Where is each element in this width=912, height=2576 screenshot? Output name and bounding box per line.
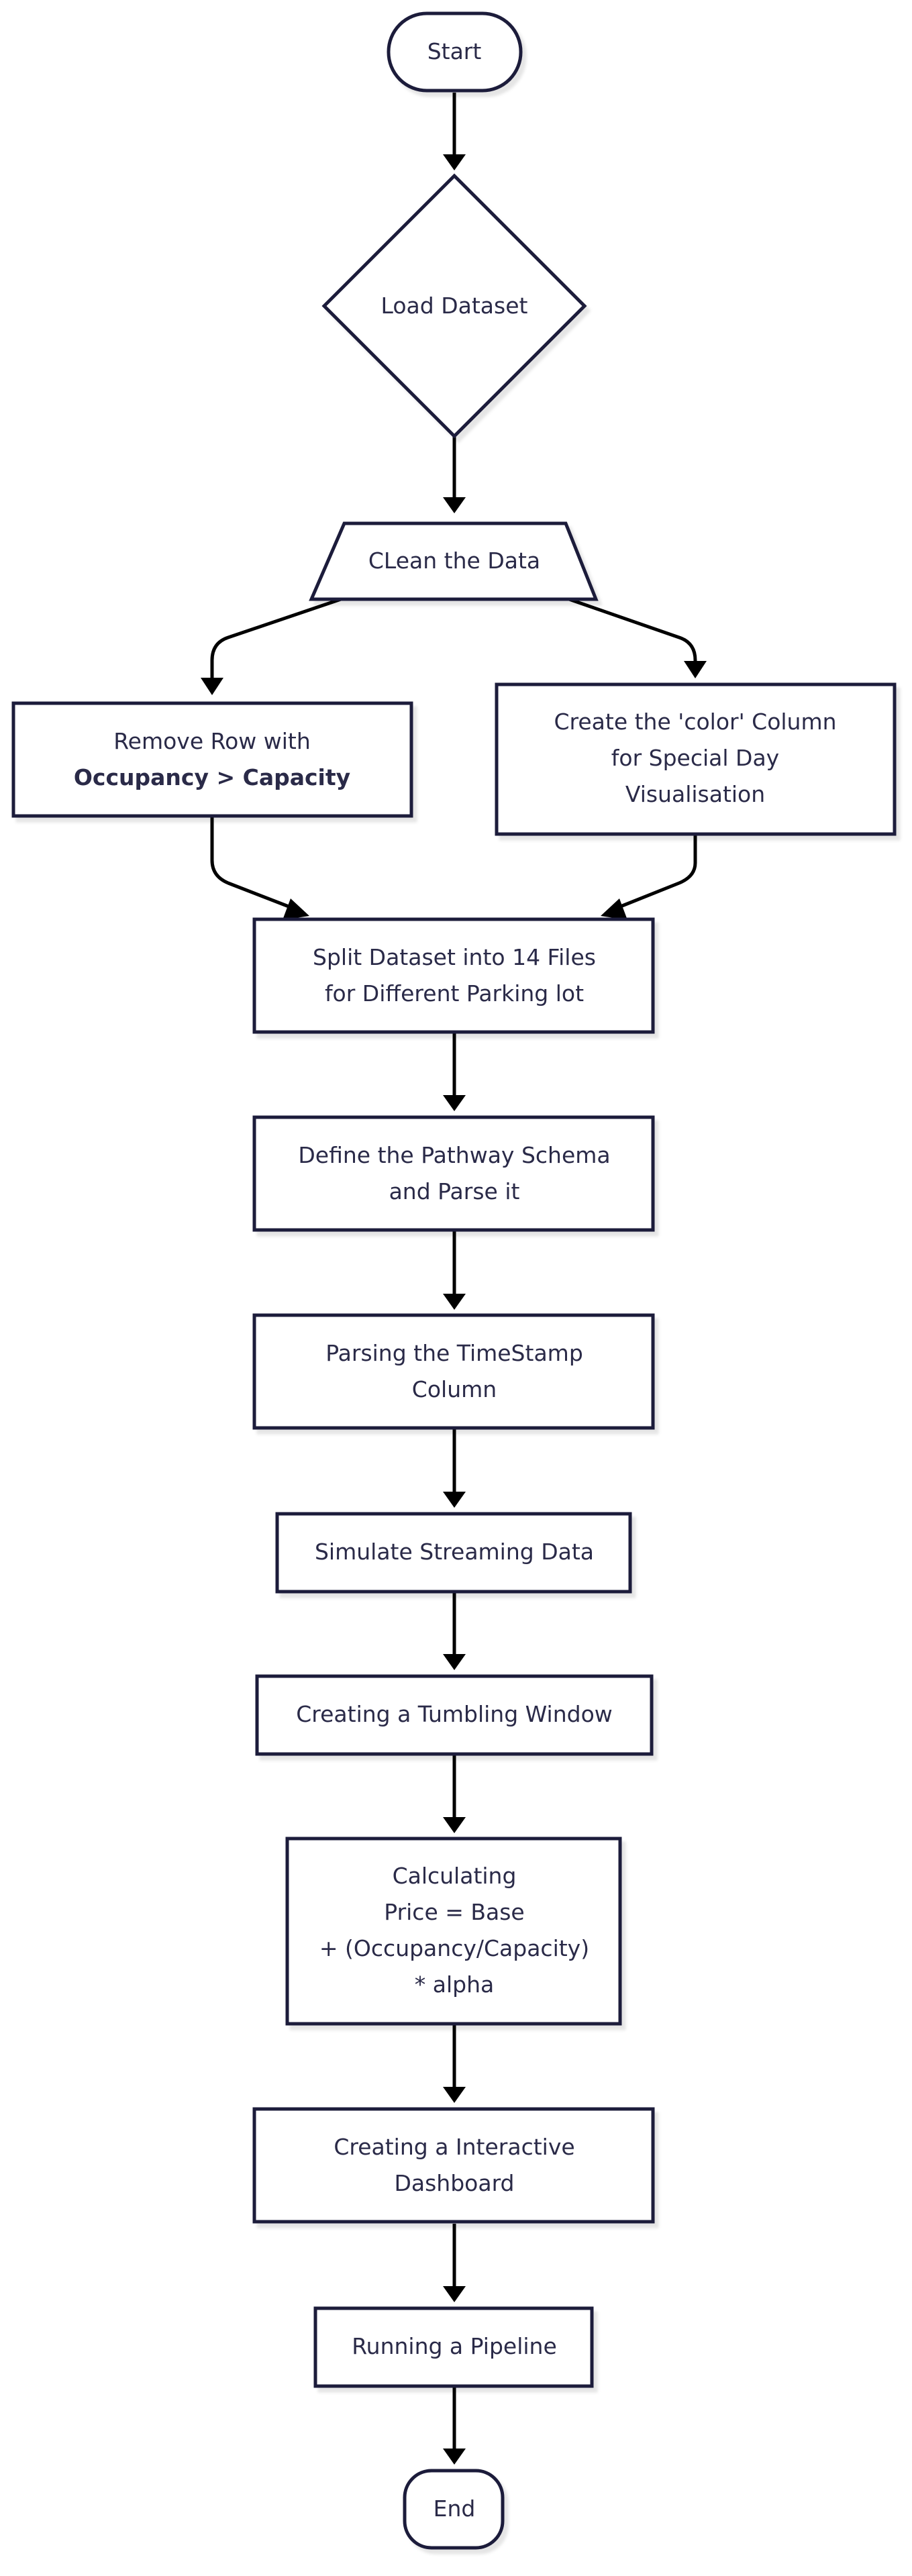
interactive-dashboard-label-line-1: Creating a Interactive	[334, 2134, 574, 2160]
parse-timestamp-label-line-2: Column	[412, 1376, 497, 1402]
calculate-price-shape	[285, 1837, 622, 2026]
edge-pipeline-end-arrowhead	[443, 2449, 466, 2465]
node-clean-data: CLean the Data	[309, 521, 599, 601]
remove-row-label-line-1: Remove Row with	[113, 728, 311, 754]
split-dataset-label-line-1: Split Dataset into 14 Files	[313, 944, 596, 970]
parse-timestamp-label-line-1: Parsing the TimeStamp	[325, 1340, 583, 1366]
edge-schema-timestamp-arrowhead	[443, 1294, 466, 1310]
edge-remove-split	[210, 816, 295, 911]
node-interactive-dashboard: Creating a Interactive Dashboard	[252, 2107, 655, 2224]
simulate-stream-label: Simulate Streaming Data	[315, 1539, 594, 1565]
edge-split-schema-arrowhead	[443, 1095, 466, 1111]
simulate-stream-shape	[275, 1512, 632, 1594]
edge-clean-remove-arrowhead	[201, 678, 223, 695]
split-dataset-shape	[252, 917, 655, 1034]
edge-color-split	[615, 834, 697, 911]
define-schema-label-line-2: and Parse it	[389, 1178, 520, 1204]
running-pipeline-shape	[313, 2306, 594, 2388]
node-simulate-stream: Simulate Streaming Data	[275, 1512, 632, 1594]
calculate-price-label-line-1: Calculating	[393, 1863, 517, 1889]
end-label: End	[434, 2495, 476, 2522]
color-column-label-line-2: for Special Day	[611, 745, 779, 771]
load-dataset-label: Load Dataset	[381, 293, 528, 319]
calculate-price-label-line-3: + (Occupancy/Capacity)	[319, 1935, 589, 1961]
calculate-price-label-line-2: Price = Base	[384, 1899, 525, 1925]
load-dataset-decision-shape	[321, 173, 587, 439]
calculate-price-label-line-4: * alpha	[415, 1971, 494, 1998]
edge-color-split-arrowhead	[601, 898, 627, 920]
node-end: End	[403, 2469, 505, 2550]
parse-timestamp-shape	[252, 1313, 655, 1430]
split-dataset-label-line-2: for Different Parking lot	[325, 980, 584, 1007]
end-terminator-shape	[403, 2469, 505, 2550]
edge-clean-remove	[210, 597, 342, 679]
node-running-pipeline: Running a Pipeline	[313, 2306, 594, 2388]
edge-price-dashboard-arrowhead	[443, 2087, 466, 2103]
node-remove-row: Remove Row with Occupancy > Capacity	[11, 701, 413, 818]
define-schema-label-line-1: Define the Pathway Schema	[298, 1142, 610, 1168]
edge-remove-split-arrowhead	[283, 898, 309, 920]
tumbling-window-shape	[255, 1674, 654, 1756]
edge-dashboard-pipeline-arrowhead	[443, 2286, 466, 2302]
node-start: Start	[387, 11, 523, 93]
edge-window-price-arrowhead	[443, 1817, 466, 1833]
clean-data-label: CLean the Data	[368, 548, 540, 574]
interactive-dashboard-shape	[252, 2107, 655, 2224]
edge-load-clean-arrowhead	[443, 497, 466, 513]
node-split-dataset: Split Dataset into 14 Files for Differen…	[252, 917, 655, 1034]
color-column-shape	[495, 682, 897, 836]
remove-row-shape	[11, 701, 413, 818]
edge-clean-color-arrowhead	[684, 661, 707, 678]
edges	[201, 93, 707, 2465]
running-pipeline-label: Running a Pipeline	[352, 2333, 557, 2359]
edge-start-load-arrowhead	[443, 154, 466, 170]
color-column-label-line-1: Create the 'color' Column	[554, 709, 836, 735]
edge-stream-window-arrowhead	[443, 1654, 466, 1670]
start-label: Start	[427, 38, 482, 64]
clean-data-trapezoid-shape	[309, 521, 599, 601]
color-column-label-line-3: Visualisation	[625, 781, 765, 807]
tumbling-window-label: Creating a Tumbling Window	[296, 1701, 613, 1727]
edge-clean-color	[568, 597, 697, 662]
node-color-column: Create the 'color' Column for Special Da…	[495, 682, 897, 836]
remove-row-label-line-2: Occupancy > Capacity	[74, 764, 350, 790]
node-tumbling-window: Creating a Tumbling Window	[255, 1674, 654, 1756]
edge-timestamp-stream-arrowhead	[443, 1492, 466, 1508]
node-parse-timestamp: Parsing the TimeStamp Column	[252, 1313, 655, 1430]
node-load-dataset: Load Dataset	[321, 173, 587, 439]
interactive-dashboard-label-line-2: Dashboard	[394, 2170, 514, 2196]
node-calculate-price: Calculating Price = Base + (Occupancy/Ca…	[285, 1837, 622, 2026]
node-define-schema: Define the Pathway Schema and Parse it	[252, 1115, 655, 1232]
define-schema-shape	[252, 1115, 655, 1232]
start-terminator-shape	[387, 11, 523, 93]
